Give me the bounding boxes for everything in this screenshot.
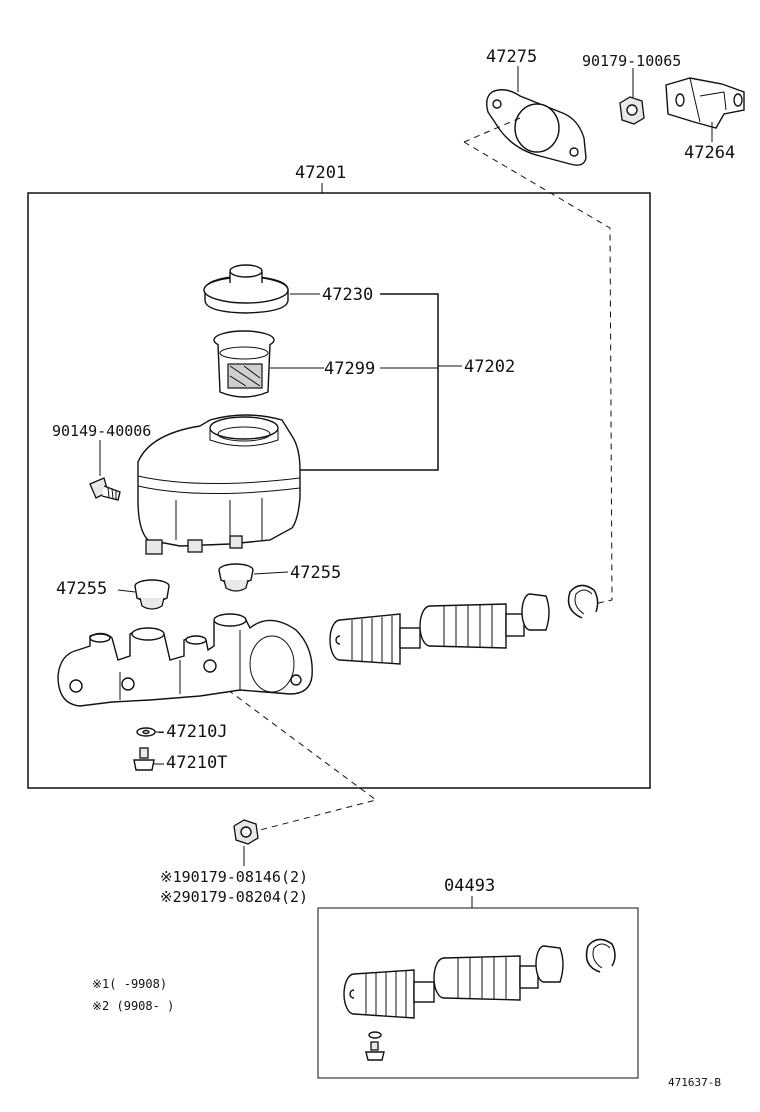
bolt-90149-40006[interactable] — [89, 477, 121, 501]
label-90179-10065: 90179-10065 — [582, 52, 681, 70]
reservoir-tank[interactable] — [137, 414, 301, 555]
piston-kit-04493[interactable] — [343, 938, 616, 1061]
label-47230: 47230 — [322, 285, 373, 305]
master-cylinder-body[interactable] — [57, 613, 313, 707]
label-90179-08146: ※190179-08146(2) — [160, 868, 308, 886]
grommet-47255-left[interactable] — [134, 579, 170, 610]
label-47255-right: 47255 — [290, 563, 341, 583]
grommet-47255-right[interactable] — [218, 563, 254, 592]
dashed-guide-snap-ring — [463, 141, 613, 605]
label-47299: 47299 — [324, 359, 375, 379]
dashed-guide-nut — [227, 689, 378, 831]
leader-47202 — [300, 293, 439, 471]
piston-assembly[interactable] — [329, 593, 550, 665]
label-90149-40006: 90149-40006 — [52, 422, 151, 440]
gasket-47275[interactable] — [485, 89, 587, 166]
label-47202: 47202 — [464, 357, 515, 377]
snap-ring[interactable] — [567, 584, 599, 619]
label-47264: 47264 — [684, 143, 735, 163]
label-04493: 04493 — [444, 876, 495, 896]
reservoir-cap-47230[interactable] — [203, 264, 289, 314]
note-1: ※1( -9908) — [92, 977, 167, 991]
label-47210J: -47210J — [156, 722, 228, 742]
label-47275: 47275 — [486, 47, 537, 67]
bleeder-47210T[interactable] — [133, 747, 155, 771]
nut-90179-08146[interactable] — [233, 819, 259, 845]
note-2: ※2 (9908- ) — [92, 999, 174, 1013]
washer-47210J[interactable] — [136, 727, 156, 737]
kit-frame-04493 — [317, 907, 639, 1079]
strainer-47299[interactable] — [213, 330, 275, 398]
label-47255-left: 47255 — [56, 579, 107, 599]
leader-47255-left — [117, 589, 136, 593]
label-47201: 47201 — [295, 163, 346, 183]
bracket-47264[interactable] — [665, 77, 745, 129]
leader-47255-right — [253, 571, 289, 575]
label-47210T: 47210T — [166, 753, 227, 773]
assembly-frame-47201 — [27, 192, 651, 789]
label-90179-08204: ※290179-08204(2) — [160, 888, 308, 906]
nut-90179-10065[interactable] — [619, 96, 645, 125]
diagram-code: 471637-B — [668, 1076, 721, 1089]
